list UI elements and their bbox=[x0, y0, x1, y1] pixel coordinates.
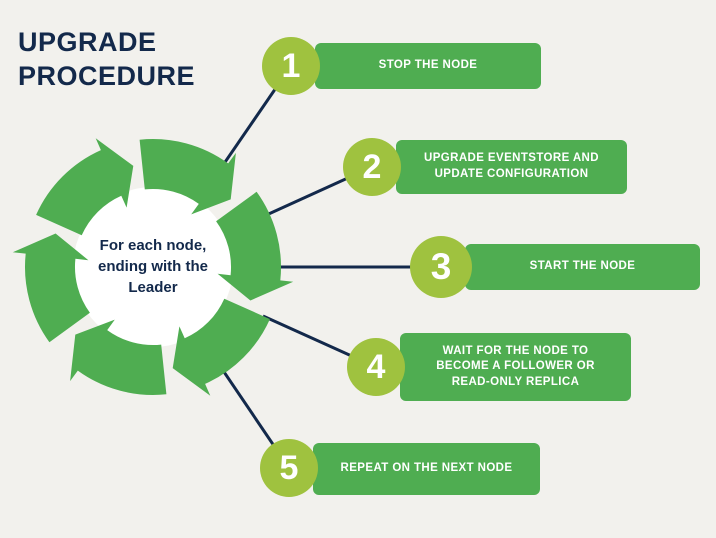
step-label: STOP THE NODE bbox=[378, 59, 478, 72]
step-number: 1 bbox=[281, 46, 301, 85]
step-number: 5 bbox=[279, 448, 299, 487]
cycle-arrow-segment bbox=[172, 298, 270, 396]
cycle-arrow-segment bbox=[70, 319, 167, 396]
page-title: UPGRADE PROCEDURE bbox=[18, 27, 196, 91]
cycle-arrow-segment bbox=[139, 138, 236, 215]
step-number-badge: 2 bbox=[343, 138, 401, 196]
step-number-badge: 3 bbox=[410, 236, 472, 298]
cycle-arrows-diagram bbox=[12, 138, 294, 396]
step-label: UPGRADE EVENTSTORE AND UPDATE CONFIGURAT… bbox=[424, 152, 599, 180]
cycle-arrow-segment bbox=[36, 138, 134, 236]
step-bar: WAIT FOR THE NODE TO BECOME A FOLLOWER O… bbox=[400, 333, 631, 401]
step-number-badge: 1 bbox=[262, 37, 320, 95]
step-label: REPEAT ON THE NEXT NODE bbox=[340, 462, 513, 475]
cycle-arrow-segment bbox=[216, 191, 294, 301]
cycle-arrow-segment bbox=[12, 233, 90, 343]
cycle-center-disc bbox=[73, 187, 233, 347]
step-number-badge: 4 bbox=[347, 338, 405, 396]
step-label: WAIT FOR THE NODE TO BECOME A FOLLOWER O… bbox=[436, 344, 595, 388]
cycle-center-label: For each node, ending with the Leader bbox=[98, 237, 208, 296]
step-number: 3 bbox=[430, 246, 452, 287]
step-label: START THE NODE bbox=[529, 260, 636, 273]
step-bar: START THE NODE bbox=[465, 244, 700, 290]
step-number: 2 bbox=[362, 147, 382, 186]
step-bar: STOP THE NODE bbox=[315, 43, 541, 89]
step-number-badge: 5 bbox=[260, 439, 318, 497]
step-bar: UPGRADE EVENTSTORE AND UPDATE CONFIGURAT… bbox=[396, 140, 627, 194]
step-bar: REPEAT ON THE NEXT NODE bbox=[313, 443, 540, 495]
step-number: 4 bbox=[366, 347, 386, 386]
